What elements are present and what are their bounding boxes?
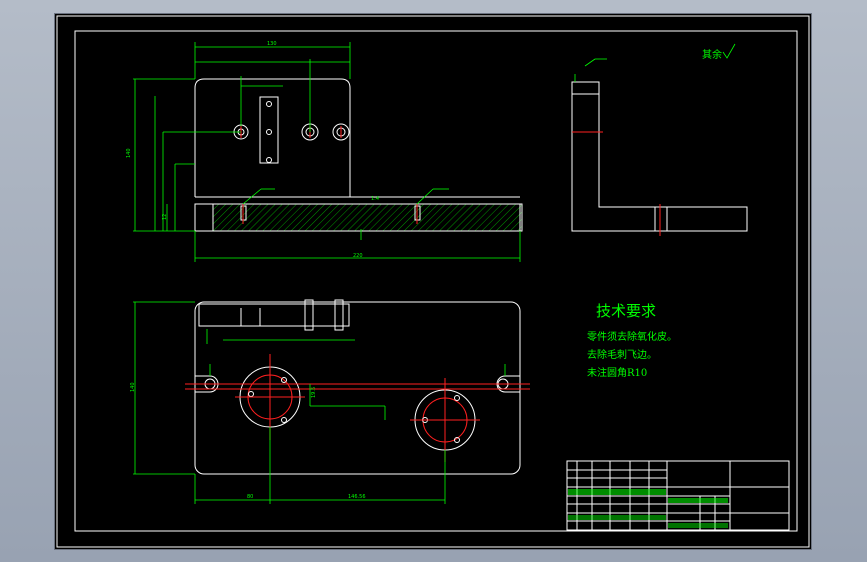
dim-overall-width-bottom: 220 <box>353 253 363 259</box>
surface-finish-label: 其余 <box>702 48 722 61</box>
dim-plate-thickness: 12 <box>162 214 168 220</box>
dim-total-height: 140 <box>126 148 132 158</box>
title-block <box>566 460 790 531</box>
dim-overall-width-top: 130 <box>267 41 277 47</box>
top-view <box>185 299 530 475</box>
tech-req-item-3: 未注圆角R10 <box>587 366 647 379</box>
tech-requirements: 技术要求 零件须去除氧化皮。 去除毛刺飞边。 未注圆角R10 <box>587 302 677 379</box>
front-view <box>194 78 523 232</box>
drawing-sheet: 130 140 12 220 1:4 <box>54 13 812 550</box>
top-view-dimensions: 140 80 146.56 19.5 <box>130 301 506 504</box>
dim-bottom-left: 80 <box>247 494 253 500</box>
tech-req-item-1: 零件须去除氧化皮。 <box>587 330 677 343</box>
inner-border <box>74 30 798 532</box>
angle-note: 1:4 <box>371 196 379 202</box>
outer-border <box>56 15 810 548</box>
front-view-dimensions: 130 140 12 220 1:4 <box>126 41 521 262</box>
drawing-canvas: 130 140 12 220 1:4 <box>56 15 810 548</box>
dim-bottom-right: 146.56 <box>348 494 366 500</box>
tech-req-title: 技术要求 <box>596 302 656 320</box>
dim-bottom-depth: 140 <box>130 382 136 392</box>
dim-center-offset: 19.5 <box>311 387 317 398</box>
tech-req-item-2: 去除毛刺飞边。 <box>587 348 657 361</box>
side-view <box>571 58 748 236</box>
surface-finish-note: 其余 <box>702 43 736 61</box>
